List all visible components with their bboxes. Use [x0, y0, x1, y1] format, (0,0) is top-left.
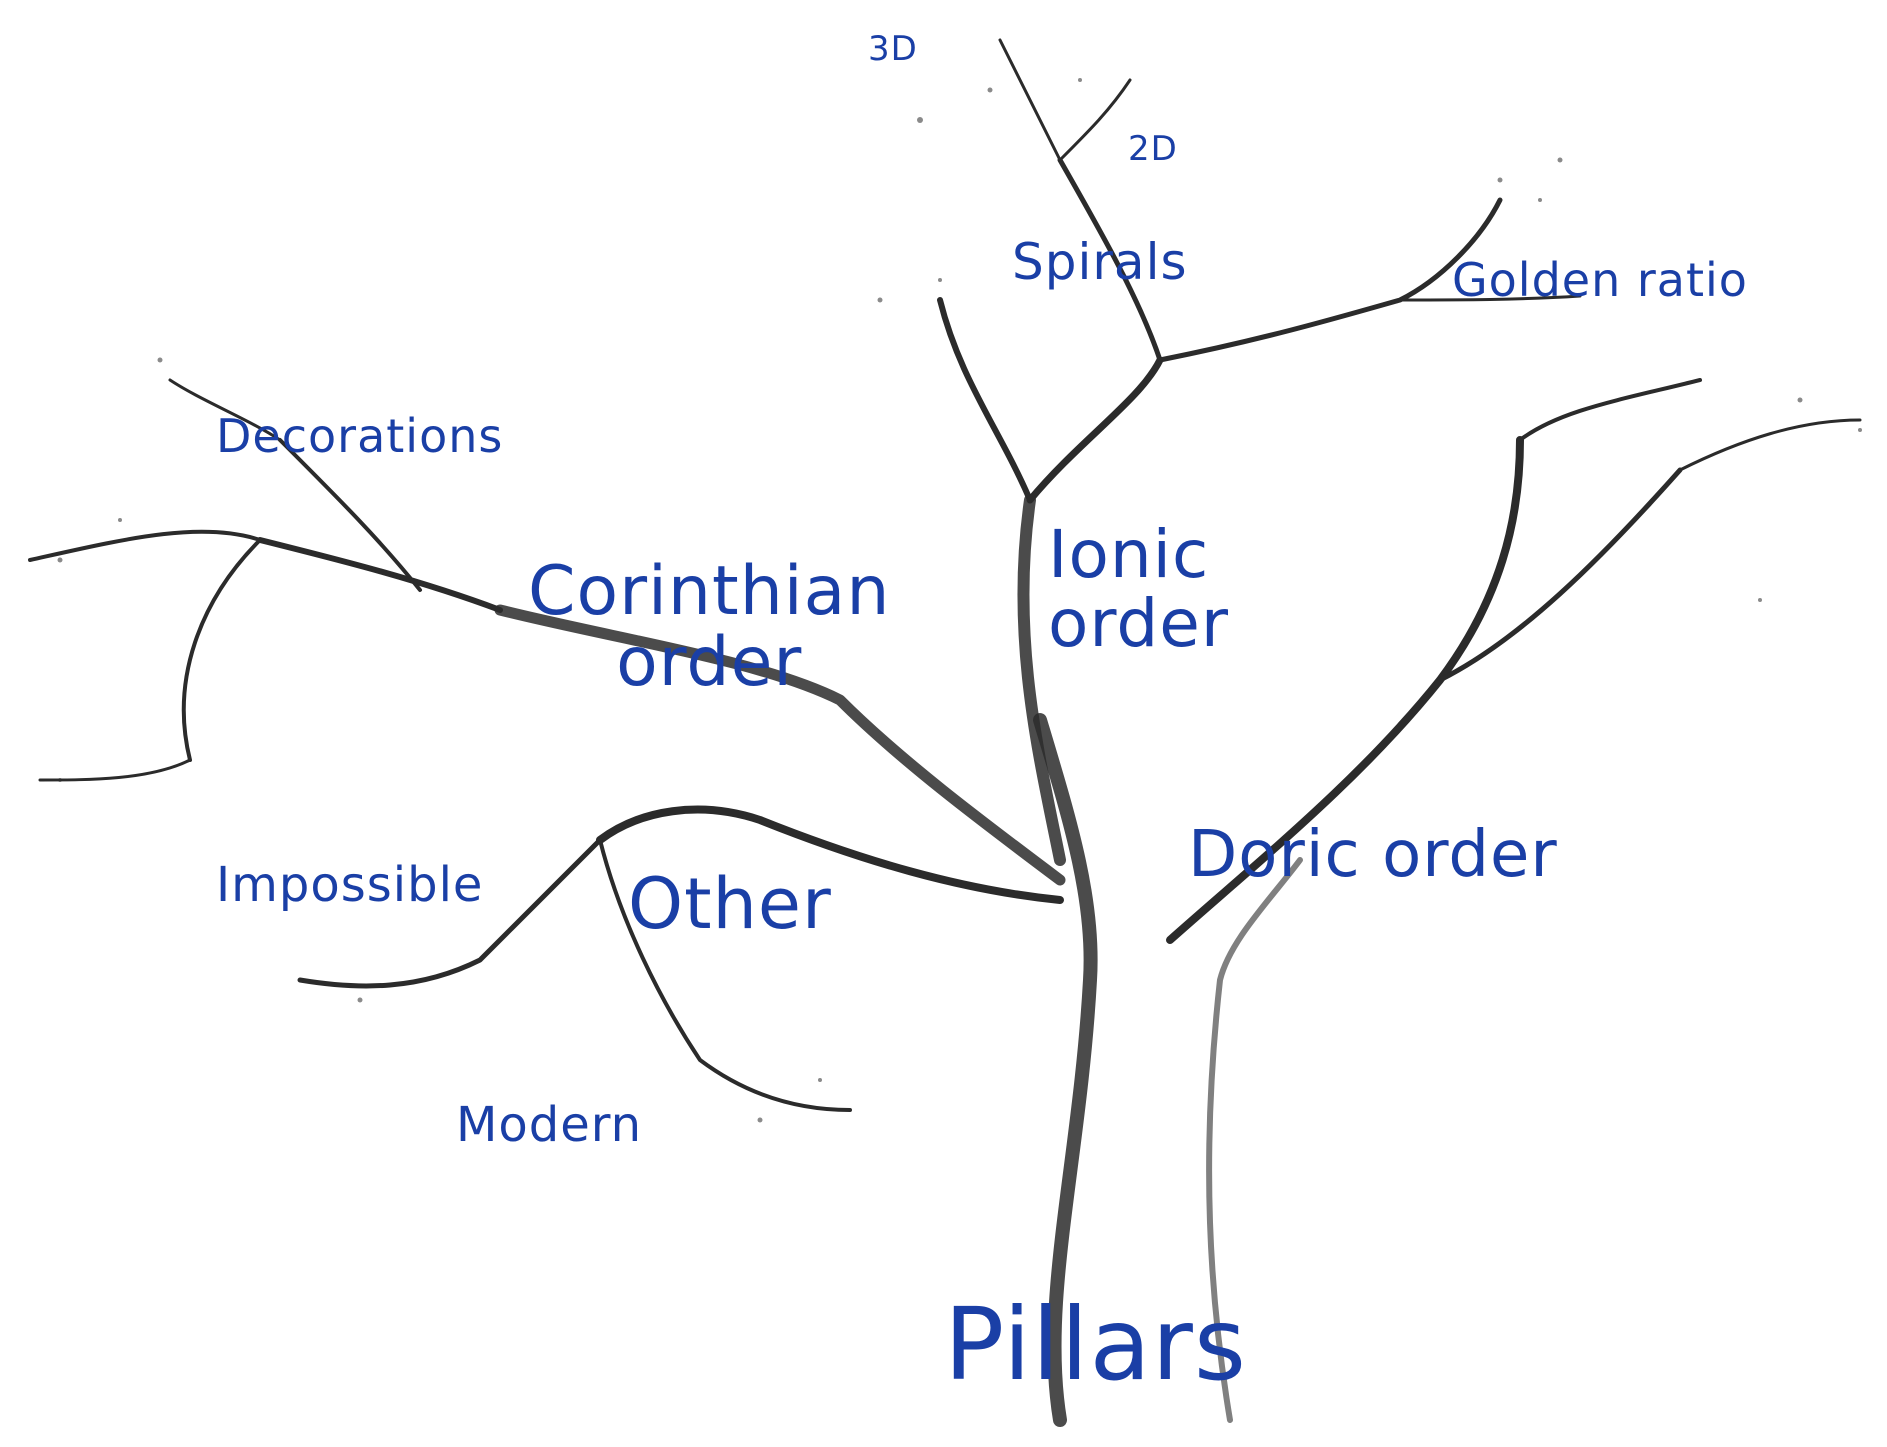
label-modern: Modern: [456, 1100, 642, 1150]
label-decorations: Decorations: [216, 412, 503, 460]
label-3d: 3D: [868, 32, 918, 68]
label-2d: 2D: [1128, 132, 1178, 168]
label-ionic-order: Ionic order: [1048, 520, 1229, 659]
label-golden-ratio: Golden ratio: [1452, 256, 1748, 304]
corinthian-line-2: order: [528, 627, 890, 698]
corinthian-line-1: Corinthian: [528, 556, 890, 627]
label-impossible: Impossible: [216, 860, 483, 910]
label-pillars: Pillars: [944, 1292, 1247, 1397]
golden-branch: [1160, 200, 1500, 360]
ionic-line-2: order: [1048, 589, 1229, 658]
label-other: Other: [628, 868, 832, 942]
label-doric-order: Doric order: [1188, 822, 1558, 889]
label-corinthian-order: Corinthian order: [528, 556, 890, 699]
label-spirals: Spirals: [1012, 236, 1188, 289]
ionic-line-1: Ionic: [1048, 520, 1229, 589]
